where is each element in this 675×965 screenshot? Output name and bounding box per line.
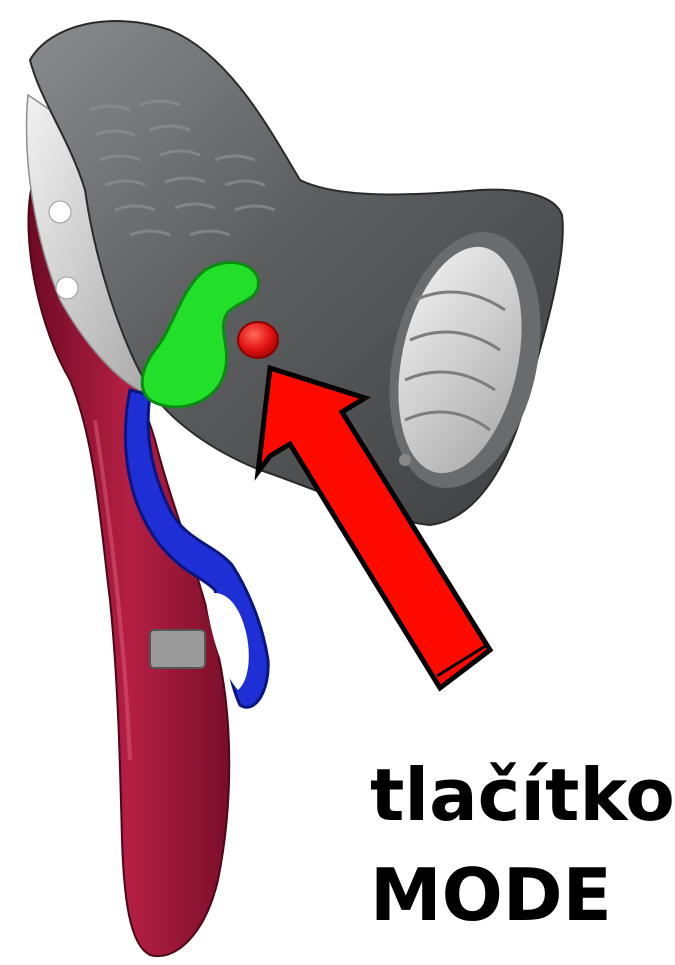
lever-pivot-block xyxy=(150,630,205,668)
mode-button-label: tlačítko MODE xyxy=(370,745,670,945)
mode-button xyxy=(238,322,278,358)
callout-line-1: tlačítko xyxy=(370,745,670,845)
callout-line-2: MODE xyxy=(370,845,670,945)
